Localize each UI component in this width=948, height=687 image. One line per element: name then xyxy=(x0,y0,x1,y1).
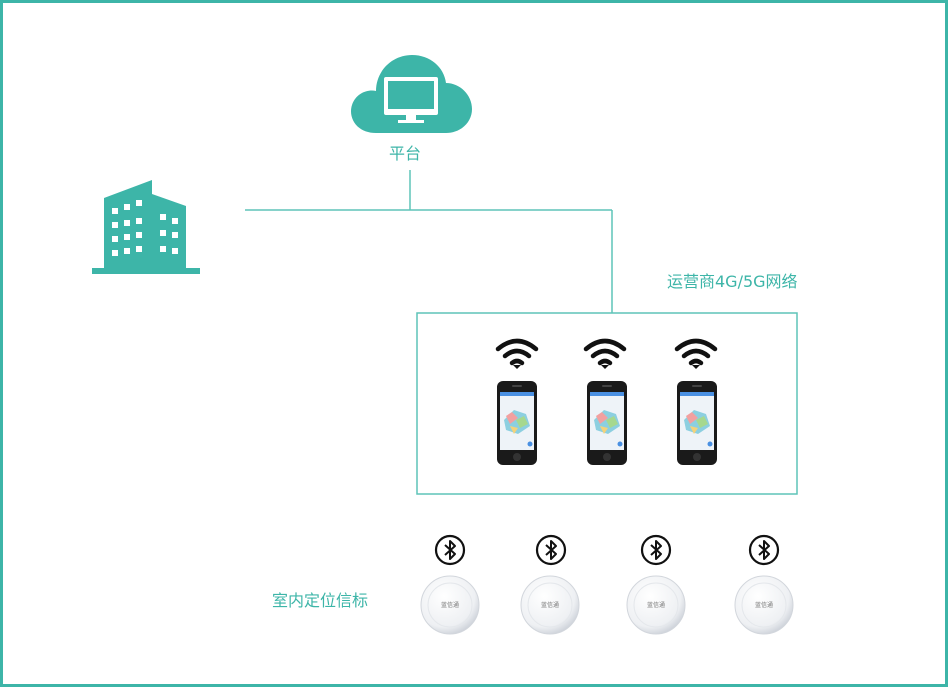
building-icon xyxy=(92,180,200,274)
beacon-device xyxy=(626,575,686,635)
beacon-brand-label: 蓝信通 xyxy=(440,602,459,609)
beacon-device xyxy=(734,575,794,635)
smartphone-icon xyxy=(677,381,717,465)
cloud-monitor-icon xyxy=(351,55,472,133)
bluetooth-icon xyxy=(535,534,567,566)
smartphone-icon xyxy=(587,381,627,465)
beacon-brand-label: 蓝信通 xyxy=(754,602,773,609)
wifi-icon xyxy=(583,338,627,369)
platform-label: 平台 xyxy=(389,144,422,163)
beacon-brand-label: 蓝信通 xyxy=(646,602,665,609)
beacon-device xyxy=(420,575,480,635)
wifi-icon xyxy=(674,338,718,369)
beacon-label: 室内定位信标 xyxy=(272,591,369,610)
beacon-device xyxy=(520,575,580,635)
wifi-icon xyxy=(495,338,539,369)
bluetooth-icon xyxy=(434,534,466,566)
network-label: 运营商4G/5G网络 xyxy=(667,272,798,291)
network-box xyxy=(416,312,798,495)
smartphone-icon xyxy=(497,381,537,465)
beacon-brand-label: 蓝信通 xyxy=(540,602,559,609)
bluetooth-icon xyxy=(748,534,780,566)
bluetooth-icon xyxy=(640,534,672,566)
